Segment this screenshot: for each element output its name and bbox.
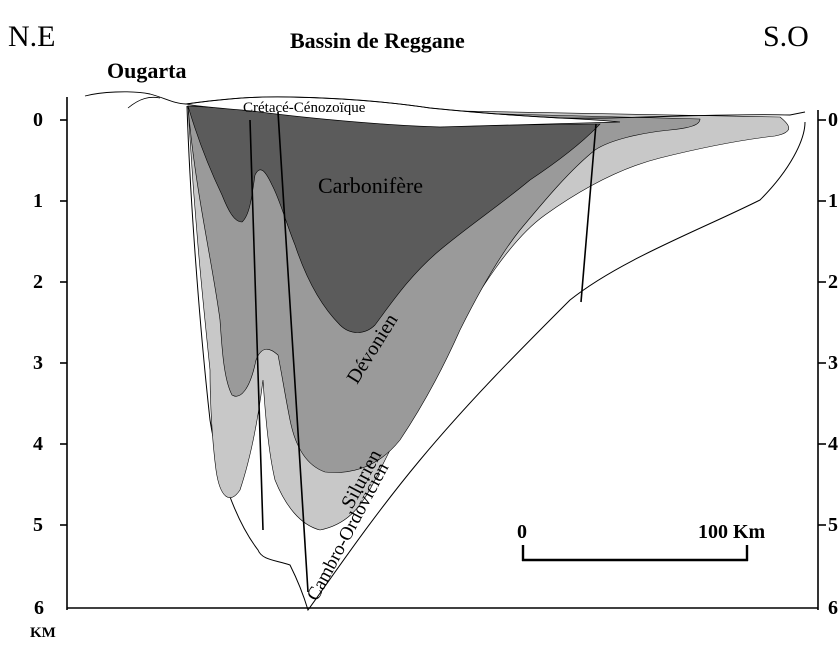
right-tick-0: 0 <box>828 109 838 131</box>
layer-label-cretace-cenozoique: Crétacé-Cénozoïque <box>243 100 366 116</box>
cambro-ordovicien-outline <box>186 105 806 612</box>
right-tick-5: 5 <box>828 514 838 536</box>
right-tick-6: 6 <box>828 597 838 619</box>
left-tick-4: 4 <box>33 433 43 455</box>
left-tick-3: 3 <box>33 352 43 374</box>
locality-label-ougarta: Ougarta <box>107 58 187 83</box>
left-tick-2: 2 <box>33 271 43 293</box>
left-tick-5: 5 <box>33 514 43 536</box>
depth-unit-label: KM <box>30 625 56 641</box>
layer-label-carbonifere: Carbonifère <box>318 173 424 198</box>
left-tick-1: 1 <box>33 190 43 212</box>
scale-bar-start-label: 0 <box>517 521 527 543</box>
right-tick-4: 4 <box>828 433 838 455</box>
topography-line <box>84 91 806 119</box>
right-tick-2: 2 <box>828 271 838 293</box>
fault-3 <box>580 123 597 303</box>
right-tick-3: 3 <box>828 352 838 374</box>
right-depth-axis <box>817 110 826 610</box>
scale-bar-end-label: 100 Km <box>698 521 766 543</box>
direction-label-so: S.O <box>763 20 809 53</box>
figure-title: Bassin de Reggane <box>290 28 465 53</box>
carbonifere-layer <box>187 105 601 333</box>
fault-2 <box>277 111 309 593</box>
left-tick-0: 0 <box>33 109 43 131</box>
direction-label-ne: N.E <box>8 20 56 53</box>
scale-bar <box>521 545 749 562</box>
fault-1 <box>249 119 264 531</box>
ougarta-relief-line <box>127 96 161 109</box>
left-tick-6: 6 <box>34 597 44 619</box>
left-depth-axis <box>60 97 818 610</box>
right-tick-1: 1 <box>828 190 838 212</box>
